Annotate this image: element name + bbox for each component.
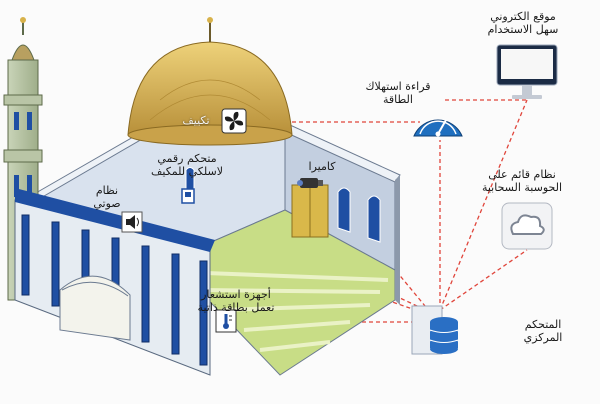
security-camera-icon	[297, 178, 323, 188]
dome	[127, 41, 293, 136]
sensor-icon	[215, 309, 237, 333]
mosque-building	[3, 17, 401, 376]
link-controller-cloud	[439, 249, 528, 311]
link-controller-website	[439, 99, 528, 311]
fan-icon	[221, 108, 247, 134]
front-arcade	[14, 188, 215, 376]
server-database-icon	[411, 305, 459, 355]
speaker-icon	[121, 211, 143, 233]
ac-label: تكييف	[182, 114, 210, 127]
thermostat-icon	[181, 188, 195, 204]
camera-label: كاميرا	[308, 160, 336, 173]
cloud-icon	[501, 202, 553, 250]
gauge-icon	[413, 119, 463, 137]
monitor-icon	[496, 44, 558, 99]
